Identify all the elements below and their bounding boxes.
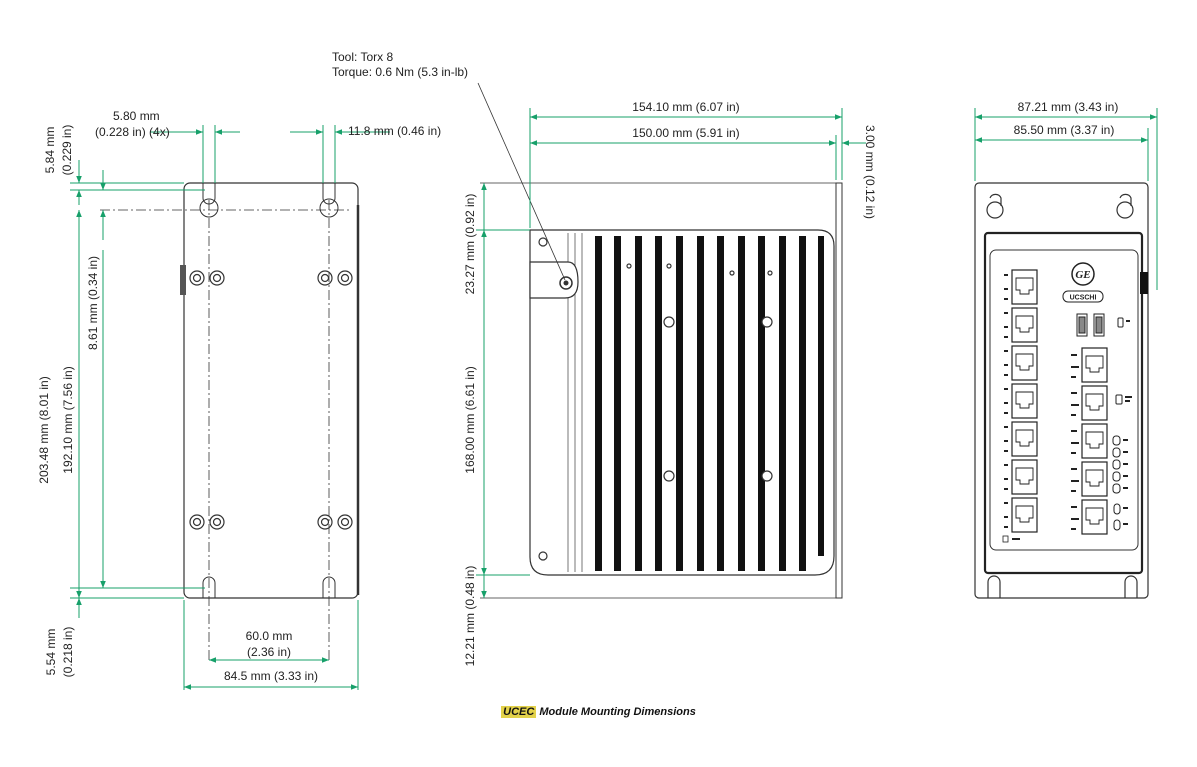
dim-hole-width-line1: 5.80 mm — [113, 109, 160, 123]
side-screw — [663, 316, 675, 328]
dim-overall-depth: 154.10 mm (6.07 in) — [632, 100, 739, 114]
model-badge — [1062, 290, 1104, 303]
rear-plate-outline — [183, 182, 359, 599]
ge-logo-icon — [1071, 262, 1095, 286]
dim-flange: 3.00 mm (0.12 in) — [863, 125, 877, 219]
usb-ports — [1076, 313, 1105, 337]
side-vent-dot — [666, 263, 672, 269]
dim-overall-width: 87.21 mm (3.43 in) — [1018, 100, 1119, 114]
rear-screw — [209, 270, 225, 286]
rear-side-latch — [180, 265, 186, 295]
figure-caption: UCEC Module Mounting Dimensions — [0, 706, 1197, 718]
side-view: Tool: Torx 8 Torque: 0.6 Nm (5.3 in-lb) … — [332, 50, 877, 666]
right-port-column — [1071, 347, 1108, 535]
rear-screw — [317, 514, 333, 530]
left-port-column — [1002, 269, 1038, 543]
side-flange — [835, 182, 843, 599]
side-screw — [761, 316, 773, 328]
dim-slot-offset: 11.8 mm (0.46 in) — [348, 124, 441, 138]
tool-note-line1: Tool: Torx 8 — [332, 50, 393, 64]
dim-total-height: 203.48 mm (8.01 in) — [37, 376, 51, 483]
dim-slot-spacing-line1: 60.0 mm — [246, 629, 293, 643]
status-leds — [1112, 317, 1124, 531]
rear-screw — [337, 514, 353, 530]
dim-hole-spacing: 192.10 mm (7.56 in) — [61, 366, 75, 473]
dim-hole-drop: 8.61 mm (0.34 in) — [86, 256, 100, 350]
ge-logo-mark: GE — [1075, 269, 1090, 281]
front-bottom-tab-right — [1124, 575, 1138, 598]
slot-bottom-left — [202, 576, 216, 598]
keyhole-front-right — [1116, 201, 1134, 219]
rear-screw — [337, 270, 353, 286]
model-badge-label: UCSCHI — [1070, 295, 1097, 302]
dim-bottom-offset-mm: 5.54 mm — [44, 629, 58, 676]
rear-view: 5.80 mm (0.228 in) (4x) 11.8 mm (0.46 in… — [37, 109, 441, 690]
side-screw — [663, 470, 675, 482]
dim-slot-spacing-line2: (2.36 in) — [247, 645, 291, 659]
side-screw — [538, 237, 548, 247]
side-vent-dot — [626, 263, 632, 269]
tool-note-line2: Torque: 0.6 Nm (5.3 in-lb) — [332, 65, 468, 79]
side-screw — [538, 551, 548, 561]
side-screw — [761, 470, 773, 482]
dim-body-depth: 150.00 mm (5.91 in) — [632, 126, 739, 140]
side-vent-dot — [729, 270, 735, 276]
tool-leader-line — [477, 82, 566, 281]
rear-screw — [189, 514, 205, 530]
slot-bottom-right — [322, 576, 336, 598]
rear-screw — [209, 514, 225, 530]
side-vent-dot — [767, 270, 773, 276]
keyhole-front-left — [986, 201, 1004, 219]
caption-text: Module Mounting Dimensions — [536, 706, 696, 718]
heat-sink-fins — [595, 236, 824, 571]
front-view: GE UCSCHI — [974, 100, 1158, 599]
front-bottom-tab-left — [987, 575, 1001, 598]
dim-top-margin: 23.27 mm (0.92 in) — [463, 194, 477, 295]
dim-bottom-offset-in: (0.218 in) — [61, 627, 75, 678]
front-side-connector — [1140, 272, 1148, 294]
dim-top-offset-in: (0.229 in) — [60, 125, 74, 176]
dim-total-width: 84.5 mm (3.33 in) — [224, 669, 318, 683]
rear-screw — [189, 270, 205, 286]
rear-screw — [317, 270, 333, 286]
dim-body-width: 85.50 mm (3.37 in) — [1014, 123, 1115, 137]
dim-top-offset-mm: 5.84 mm — [43, 127, 57, 174]
dim-body-height: 168.00 mm (6.61 in) — [463, 366, 477, 473]
dim-bottom-margin: 12.21 mm (0.48 in) — [463, 566, 477, 667]
caption-highlight: UCEC — [501, 706, 537, 718]
dim-hole-width-line2: (0.228 in) (4x) — [95, 125, 170, 139]
